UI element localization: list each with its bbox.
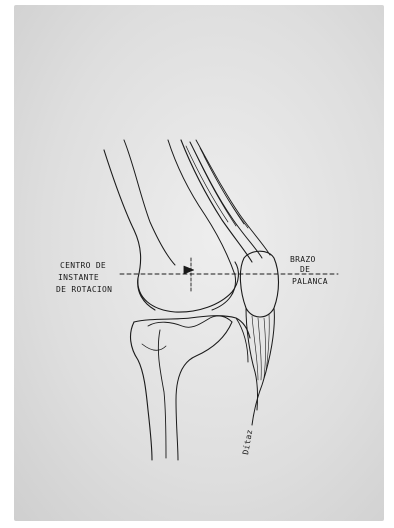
brazo-label-line1: BRAZO [290,255,316,264]
brazo-label-line2: DE [300,265,310,274]
quadriceps-tendon-outline-3 [196,140,270,255]
tibia-posterior-outline [131,322,152,460]
quadriceps-fiber-lines [186,146,248,228]
femur-anterior-outline [124,140,175,265]
tibia-anterior-outline [176,322,232,460]
rotation-center-arrowhead [184,266,194,274]
patella [240,251,278,317]
centro-label-line3: DE ROTACION [56,285,112,294]
quadriceps-tendon-outline-2 [190,142,262,258]
brazo-label-line3: PALANCA [292,277,328,286]
tibia-inner-line [142,344,166,350]
patellar-ligament-front [252,308,274,425]
centro-label-line2: INSTANTE [58,273,99,282]
centro-label-line1: CENTRO DE [60,261,106,270]
artist-signature: Dítaz [241,429,254,456]
